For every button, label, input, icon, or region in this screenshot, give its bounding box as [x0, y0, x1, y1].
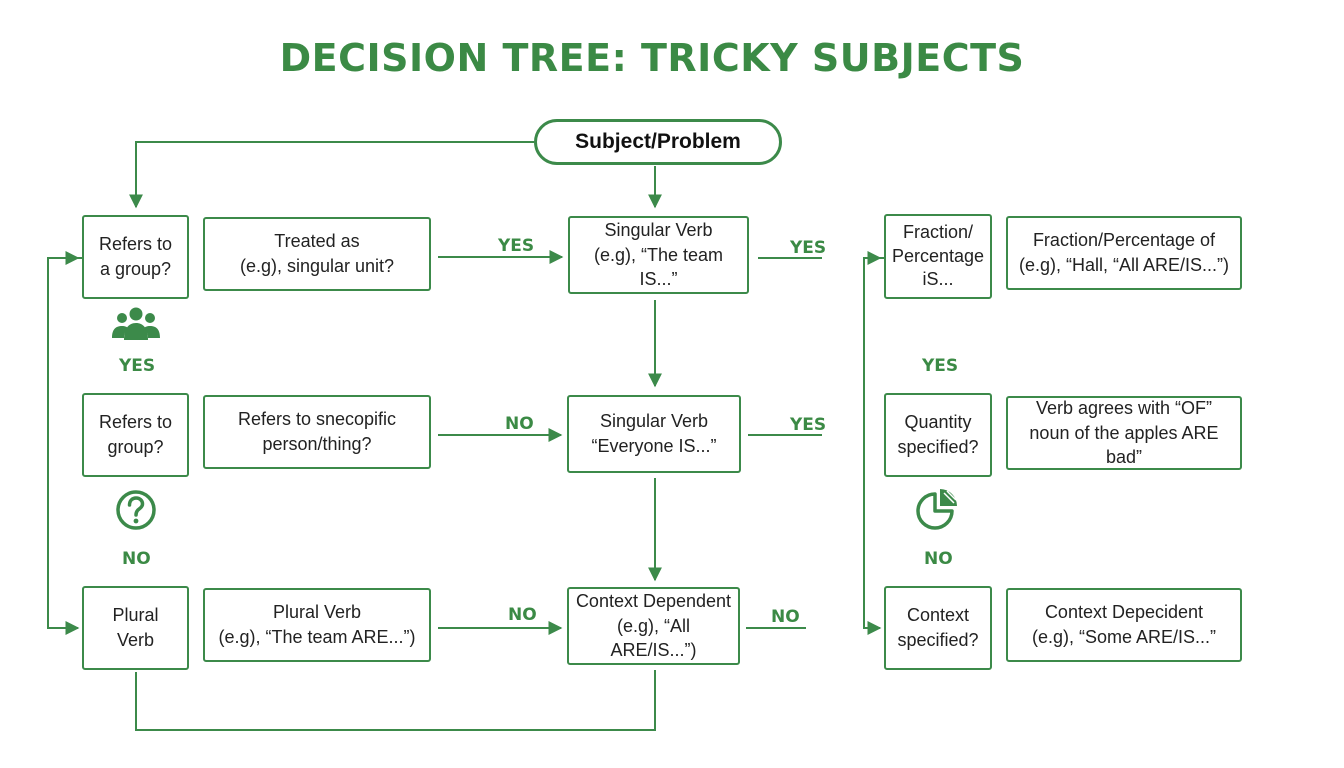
group-question-node-2: Refers to group? [82, 393, 189, 477]
singular-everyone-text: Singular Verb “Everyone IS...” [591, 411, 717, 456]
context-specified-node: Context specified? [884, 586, 992, 670]
fraction-detail-text: Fraction/Percentage of (e.g), “Hall, “Al… [1018, 230, 1230, 275]
edge-label-yes-3: YES [790, 415, 827, 435]
edge-label-no-1: NO [505, 414, 534, 434]
pie-chart-icon [916, 489, 957, 530]
plural-verb-text: Plural Verb [112, 605, 159, 650]
treated-as-node: Treated as (e.g), singular unit? [203, 217, 431, 291]
start-node: Subject/Problem [534, 119, 782, 165]
quantity-node: Quantity specified? [884, 393, 992, 477]
fraction-text: Fraction/ Percentage iS... [891, 222, 985, 290]
fraction-node: Fraction/ Percentage iS... [884, 214, 992, 299]
context-dependent-text: Context Dependent (e.g), “All ARE/IS...”… [575, 590, 732, 661]
plural-example-node: Plural Verb (e.g), “The team ARE...”) [203, 588, 431, 662]
question-circle-icon [116, 490, 156, 530]
group-question-2-text: Refers to group? [98, 412, 173, 457]
context-detail-node: Context Depecident (e.g), “Some ARE/IS..… [1006, 588, 1242, 662]
right-no-label: NO [924, 549, 953, 569]
group-question-text: Refers to a group? [98, 234, 173, 279]
context-detail-text: Context Depecident (e.g), “Some ARE/IS..… [1031, 602, 1217, 647]
edge-label-yes-2: YES [790, 238, 827, 258]
plural-verb-node: Plural Verb [82, 586, 189, 670]
people-group-icon [112, 307, 160, 340]
edge-label-no-2: NO [508, 605, 537, 625]
singular-verb-node: Singular Verb (e.g), “The team IS...” [568, 216, 749, 294]
context-specified-text: Context specified? [897, 605, 979, 650]
edge-label-yes-1: YES [498, 236, 535, 256]
group-question-node: Refers to a group? [82, 215, 189, 299]
treated-as-text: Treated as (e.g), singular unit? [239, 231, 395, 276]
singular-verb-text: Singular Verb (e.g), “The team IS...” [593, 219, 724, 290]
edge-label-no-3: NO [771, 607, 800, 627]
singular-everyone-node: Singular Verb “Everyone IS...” [567, 395, 741, 473]
group-yes-label: YES [119, 356, 156, 376]
fraction-detail-node: Fraction/Percentage of (e.g), “Hall, “Al… [1006, 216, 1242, 290]
verb-agrees-text: Verb agrees with “OF” noun of the apples… [1029, 397, 1219, 468]
specific-node: Refers to snecopific person/thing? [203, 395, 431, 469]
context-dependent-node: Context Dependent (e.g), “All ARE/IS...”… [567, 587, 740, 665]
plural-example-text: Plural Verb (e.g), “The team ARE...”) [218, 602, 416, 647]
page-title: DECISION TREE: TRICKY SUBJECTS [279, 36, 1025, 80]
quantity-text: Quantity specified? [897, 412, 979, 457]
verb-agrees-node: Verb agrees with “OF” noun of the apples… [1006, 396, 1242, 470]
right-yes-label: YES [922, 356, 959, 376]
group-no-label: NO [122, 549, 151, 569]
specific-text: Refers to snecopific person/thing? [237, 409, 397, 454]
